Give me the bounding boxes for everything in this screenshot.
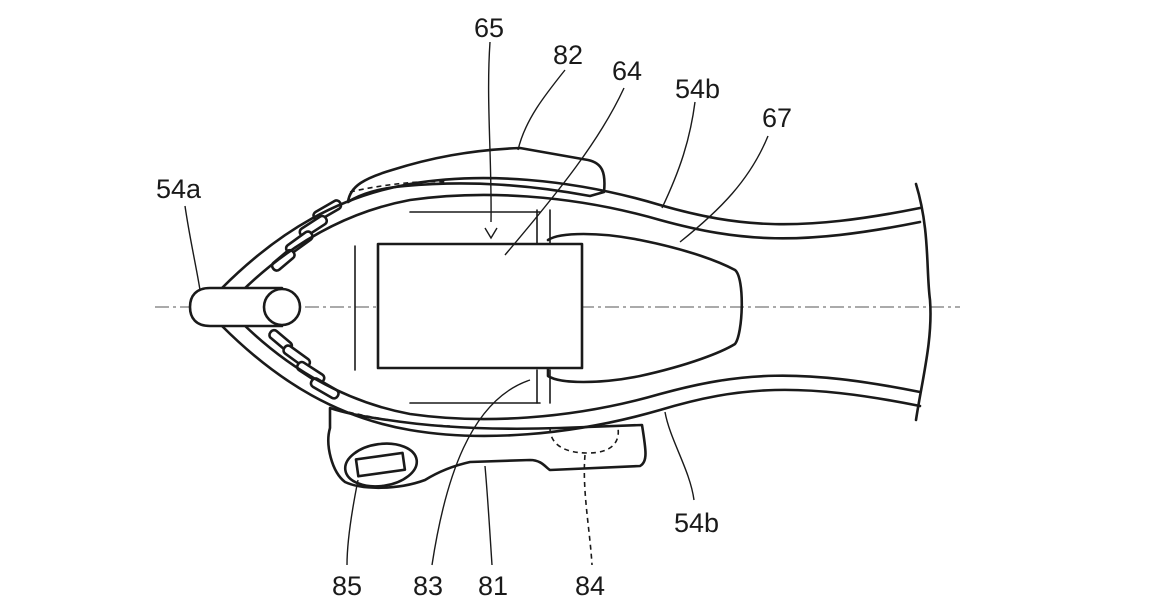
leader-85 xyxy=(346,479,359,566)
tube-54b-outer-lower xyxy=(220,324,922,438)
leader-81 xyxy=(484,465,493,566)
leader-84 xyxy=(583,454,593,566)
leader-54b-top xyxy=(661,101,696,209)
leader-83 xyxy=(431,379,531,566)
tube-54b-inner-upper xyxy=(239,193,922,294)
leader-54b-bottom xyxy=(664,411,695,501)
label-85: 85 xyxy=(332,571,362,601)
component-64 xyxy=(376,242,584,370)
label-84: 84 xyxy=(575,571,605,601)
inner-tube-67 xyxy=(546,232,744,384)
cut-edge-right xyxy=(914,182,932,422)
leader-67 xyxy=(679,135,769,243)
tube-54b-outer-upper xyxy=(220,176,922,290)
label-54b-top: 54b xyxy=(675,74,720,104)
tube-54a xyxy=(188,286,284,328)
connector-85-slot xyxy=(354,451,407,478)
leader-65-arrowhead xyxy=(484,227,498,240)
label-54b-bottom: 54b xyxy=(674,508,719,538)
label-81: 81 xyxy=(478,571,508,601)
leader-82 xyxy=(517,69,566,151)
leader-54a xyxy=(184,205,201,291)
label-67: 67 xyxy=(762,103,792,133)
hidden-edge-upper xyxy=(349,180,449,193)
label-83: 83 xyxy=(413,571,443,601)
leader-64 xyxy=(504,87,625,256)
pivot-joint xyxy=(262,287,302,327)
label-54a: 54a xyxy=(156,174,202,204)
hidden-edge-lower xyxy=(339,409,451,427)
label-64: 64 xyxy=(612,56,642,86)
leader-65 xyxy=(487,41,492,223)
coil-windings xyxy=(268,199,343,400)
label-65: 65 xyxy=(474,13,504,43)
label-82: 82 xyxy=(553,40,583,70)
hidden-part-84 xyxy=(549,427,620,454)
tube-54b-inner-lower xyxy=(239,320,922,421)
